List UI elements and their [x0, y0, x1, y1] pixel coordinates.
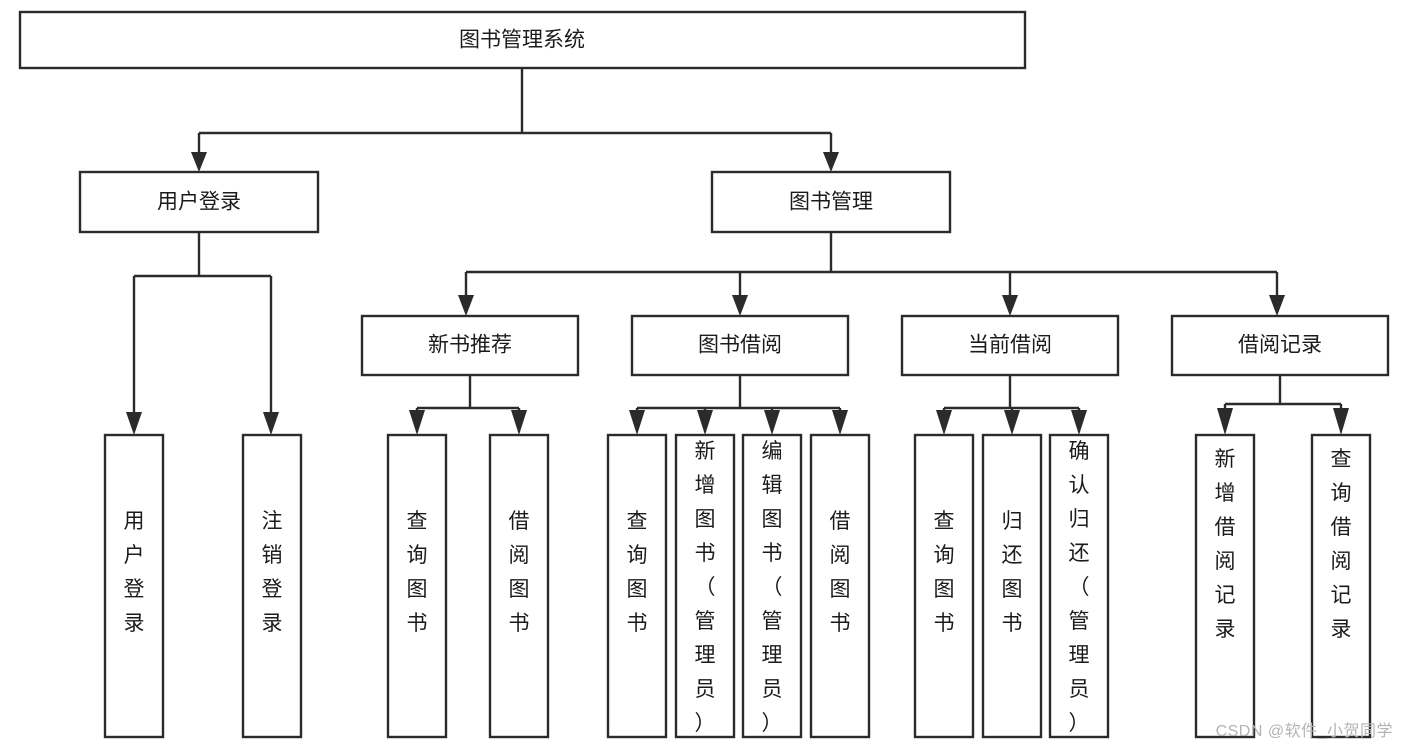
- leaf-borrow-record-1-label: 查询借阅记录: [1331, 448, 1352, 641]
- node-borrow-record[interactable]: 借阅记录: [1170, 314, 1390, 377]
- arrowhead-leaf-cb-1: [1004, 410, 1020, 435]
- leaf-user-login-0[interactable]: 用户登录: [103, 433, 165, 739]
- node-new-book-recommend-box[interactable]: [360, 314, 580, 377]
- leaf-new-book-recommend-1-label: 借阅图书: [509, 510, 530, 635]
- arrowhead-book-mgmt: [823, 152, 839, 172]
- node-book-management[interactable]: 图书管理: [710, 170, 952, 234]
- arrowhead-leaf-br-1: [1333, 408, 1349, 435]
- leaf-book-borrow-1[interactable]: 新增图书（管理员）: [674, 433, 736, 739]
- leaf-borrow-record-0-box[interactable]: [1194, 433, 1256, 739]
- leaf-book-borrow-3-box[interactable]: [809, 433, 871, 739]
- arrowhead-leaf-bb-2: [764, 410, 780, 435]
- arrowhead-leaf-bb-1: [697, 410, 713, 435]
- arrowhead-book-borrow: [732, 295, 748, 316]
- leaf-current-borrow-2[interactable]: 确认归还（管理员）: [1048, 433, 1110, 739]
- leaf-book-borrow-2-box[interactable]: [741, 433, 803, 739]
- node-book-borrow-box[interactable]: [630, 314, 850, 377]
- leaf-user-login-1[interactable]: 注销登录: [241, 433, 303, 739]
- node-book-management-box[interactable]: [710, 170, 952, 234]
- node-current-borrow[interactable]: 当前借阅: [900, 314, 1120, 377]
- leaf-user-login-0-box[interactable]: [103, 433, 165, 739]
- leaf-user-login-1-box[interactable]: [241, 433, 303, 739]
- leaf-current-borrow-2-box[interactable]: [1048, 433, 1110, 739]
- leaf-borrow-record-1[interactable]: 查询借阅记录: [1310, 433, 1372, 739]
- arrowhead-leaf-user-login-1: [263, 412, 279, 435]
- connector-layer: [126, 68, 1349, 435]
- node-root-box[interactable]: [18, 10, 1027, 70]
- node-root[interactable]: 图书管理系统: [18, 10, 1027, 70]
- leaf-current-borrow-2-label: 确认归还（管理员）: [1069, 440, 1090, 735]
- arrowhead-leaf-cb-0: [936, 410, 952, 435]
- leaf-book-borrow-2[interactable]: 编辑图书（管理员）: [741, 433, 803, 739]
- leaf-borrow-record-1-box[interactable]: [1310, 433, 1372, 739]
- arrowhead-leaf-bb-3: [832, 410, 848, 435]
- leaf-book-borrow-0-box[interactable]: [606, 433, 668, 739]
- arrowhead-leaf-bb-0: [629, 410, 645, 435]
- leaf-new-book-recommend-1[interactable]: 借阅图书: [488, 433, 550, 739]
- leaf-book-borrow-0-label: 查询图书: [627, 510, 648, 635]
- leaf-current-borrow-1[interactable]: 归还图书: [981, 433, 1043, 739]
- leaf-borrow-record-0-label: 新增借阅记录: [1215, 448, 1236, 641]
- node-new-book-recommend-label: 新书推荐: [428, 334, 512, 357]
- arrowhead-user-login: [191, 152, 207, 172]
- node-user-login[interactable]: 用户登录: [78, 170, 320, 234]
- leaf-new-book-recommend-0[interactable]: 查询图书: [386, 433, 448, 739]
- node-borrow-record-label: 借阅记录: [1238, 334, 1322, 357]
- leaf-user-login-0-label: 用户登录: [124, 510, 145, 635]
- node-book-management-label: 图书管理: [789, 191, 873, 214]
- arrowhead-leaf-nbr-1: [511, 410, 527, 435]
- node-root-label: 图书管理系统: [459, 29, 585, 52]
- leaf-user-login-1-label: 注销登录: [262, 510, 283, 635]
- node-new-book-recommend[interactable]: 新书推荐: [360, 314, 580, 377]
- leaf-book-borrow-3[interactable]: 借阅图书: [809, 433, 871, 739]
- node-book-borrow[interactable]: 图书借阅: [630, 314, 850, 377]
- node-current-borrow-box[interactable]: [900, 314, 1120, 377]
- arrowhead-borrow-record: [1269, 295, 1285, 316]
- leaf-book-borrow-0[interactable]: 查询图书: [606, 433, 668, 739]
- leaf-current-borrow-0-box[interactable]: [913, 433, 975, 739]
- leaf-current-borrow-1-box[interactable]: [981, 433, 1043, 739]
- arrowhead-current-borrow: [1002, 295, 1018, 316]
- leaf-current-borrow-0-label: 查询图书: [934, 510, 955, 635]
- node-book-borrow-label: 图书借阅: [698, 334, 782, 357]
- node-borrow-record-box[interactable]: [1170, 314, 1390, 377]
- leaf-new-book-recommend-0-box[interactable]: [386, 433, 448, 739]
- node-user-login-label: 用户登录: [157, 191, 241, 214]
- arrowhead-leaf-cb-2: [1071, 410, 1087, 435]
- node-current-borrow-label: 当前借阅: [968, 334, 1052, 357]
- arrowhead-leaf-br-0: [1217, 408, 1233, 435]
- leaf-new-book-recommend-0-label: 查询图书: [407, 510, 428, 635]
- leaf-current-borrow-0[interactable]: 查询图书: [913, 433, 975, 739]
- leaf-book-borrow-1-label: 新增图书（管理员）: [695, 440, 716, 735]
- leaf-book-borrow-1-box[interactable]: [674, 433, 736, 739]
- node-user-login-box[interactable]: [78, 170, 320, 234]
- leaf-borrow-record-0[interactable]: 新增借阅记录: [1194, 433, 1256, 739]
- leaf-book-borrow-3-label: 借阅图书: [830, 510, 851, 635]
- arrowhead-new-book-recommend: [458, 295, 474, 316]
- arrowhead-leaf-nbr-0: [409, 410, 425, 435]
- leaf-book-borrow-2-label: 编辑图书（管理员）: [762, 440, 783, 735]
- leaf-current-borrow-1-label: 归还图书: [1002, 510, 1023, 635]
- arrowhead-leaf-user-login-0: [126, 412, 142, 435]
- leaf-new-book-recommend-1-box[interactable]: [488, 433, 550, 739]
